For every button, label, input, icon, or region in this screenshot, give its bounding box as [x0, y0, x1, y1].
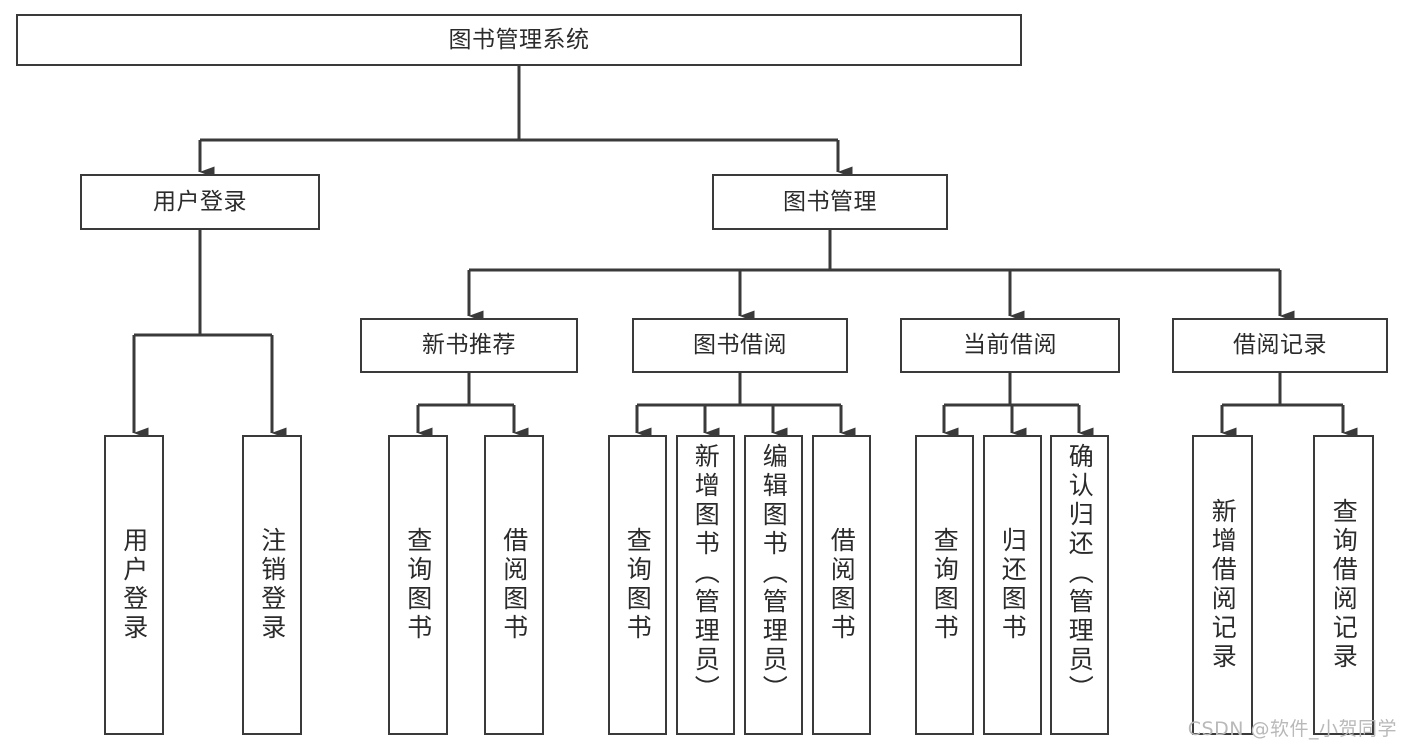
node-current-borrow[interactable]: 当前借阅 — [900, 318, 1120, 373]
node-new-book-recommend[interactable]: 新书推荐 — [360, 318, 578, 373]
node-borrow-records[interactable]: 借阅记录 — [1172, 318, 1388, 373]
leaf-node-label: 借阅图书 — [827, 527, 857, 643]
leaf-node-label: 查询图书 — [403, 527, 433, 643]
leaf-node[interactable]: 查询图书 — [915, 435, 974, 735]
node-user-login-label: 用户登录 — [153, 188, 247, 215]
leaf-node[interactable]: 确认归还（管理员） — [1050, 435, 1109, 735]
leaf-node[interactable]: 编辑图书（管理员） — [744, 435, 803, 735]
leaf-node[interactable]: 新增借阅记录 — [1192, 435, 1253, 735]
leaf-node-label: 查询图书 — [930, 527, 960, 643]
leaf-node-label: 查询图书 — [623, 527, 653, 643]
node-borrow-records-label: 借阅记录 — [1233, 332, 1327, 358]
leaf-node-label: 借阅图书 — [499, 527, 529, 643]
leaf-node-label: 查询借阅记录 — [1329, 498, 1359, 672]
leaf-node[interactable]: 借阅图书 — [812, 435, 871, 735]
leaf-node-label: 确认归还（管理员） — [1065, 443, 1095, 704]
leaf-node[interactable]: 用户登录 — [104, 435, 164, 735]
leaf-node-label: 归还图书 — [998, 527, 1028, 643]
leaf-node[interactable]: 注销登录 — [242, 435, 302, 735]
node-root-label: 图书管理系统 — [448, 26, 590, 53]
watermark: CSDN @软件_小贺同学 — [1187, 718, 1397, 740]
node-new-book-recommend-label: 新书推荐 — [422, 332, 516, 358]
leaf-node[interactable]: 查询图书 — [388, 435, 448, 735]
leaf-node[interactable]: 新增图书（管理员） — [676, 435, 735, 735]
node-book-management[interactable]: 图书管理 — [712, 174, 948, 230]
leaf-node[interactable]: 借阅图书 — [484, 435, 544, 735]
leaf-node[interactable]: 查询借阅记录 — [1313, 435, 1374, 735]
leaf-node[interactable]: 归还图书 — [983, 435, 1042, 735]
leaf-node-label: 注销登录 — [257, 527, 287, 643]
node-book-management-label: 图书管理 — [783, 188, 877, 215]
node-book-borrow-label: 图书借阅 — [693, 332, 787, 358]
leaf-node-label: 新增借阅记录 — [1208, 498, 1238, 672]
leaf-node-label: 用户登录 — [119, 527, 149, 643]
leaf-node-label: 新增图书（管理员） — [691, 443, 721, 704]
node-user-login[interactable]: 用户登录 — [80, 174, 320, 230]
leaf-node[interactable]: 查询图书 — [608, 435, 667, 735]
node-root[interactable]: 图书管理系统 — [16, 14, 1022, 66]
node-current-borrow-label: 当前借阅 — [963, 332, 1057, 358]
leaf-node-label: 编辑图书（管理员） — [759, 443, 789, 704]
node-book-borrow[interactable]: 图书借阅 — [632, 318, 848, 373]
